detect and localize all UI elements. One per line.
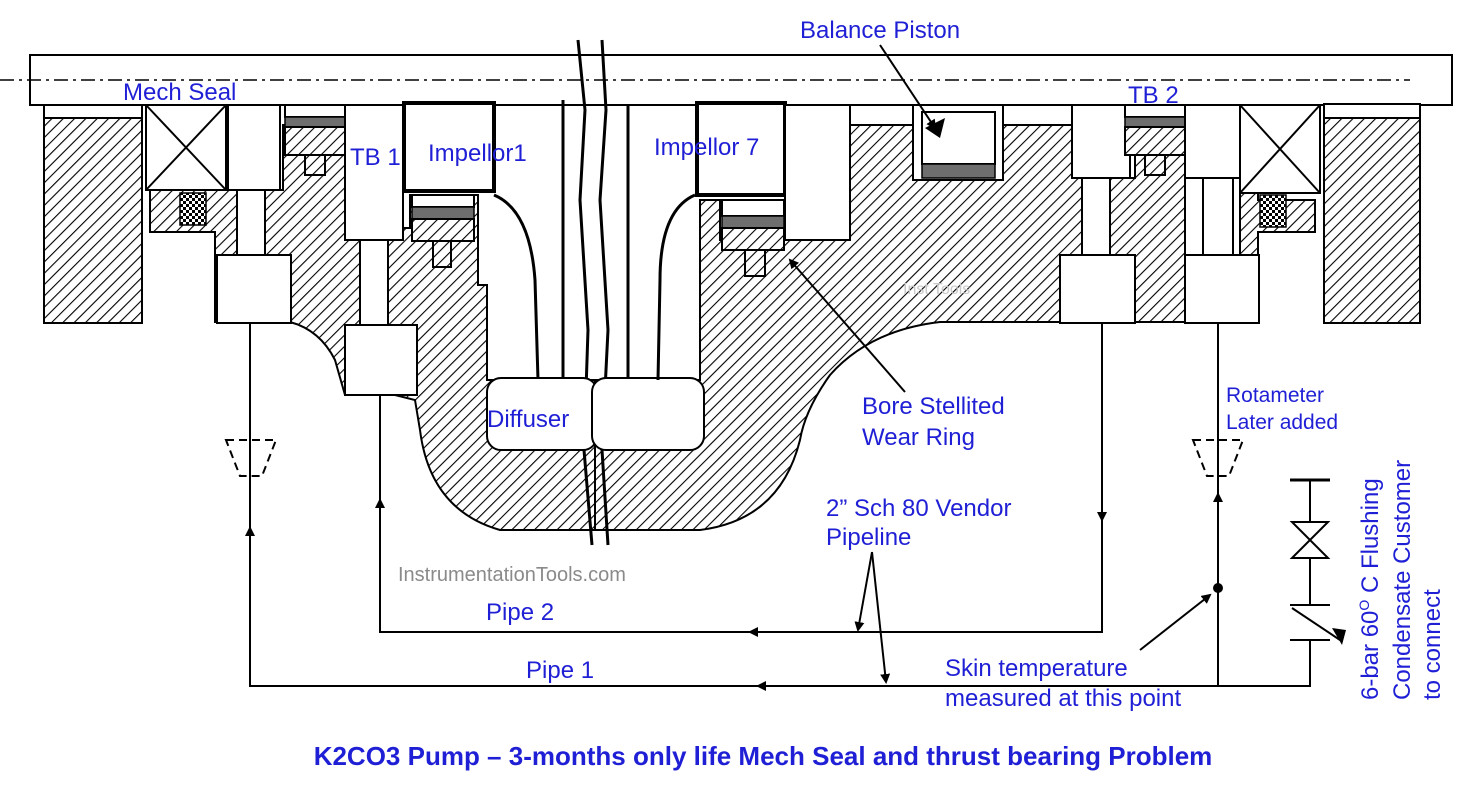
label-tb1: TB 1 — [350, 144, 401, 171]
label-skin-temperature: Skin temperature — [945, 655, 1128, 682]
label-tb2: TB 2 — [1128, 82, 1179, 109]
watermark-faint: Inst Tools — [903, 281, 970, 298]
label-wear-ring: Wear Ring — [862, 424, 975, 451]
flush-superscript: O — [1356, 600, 1372, 611]
flushing-valve — [1289, 478, 1346, 645]
label-impeller-7: Impellor 7 — [654, 134, 759, 161]
leader-lines — [788, 44, 1212, 684]
thrust-bearing-tb2 — [1059, 104, 1186, 324]
diffuser — [486, 377, 705, 451]
mech-seal-left — [145, 104, 292, 324]
label-diffuser: Diffuser — [487, 406, 569, 433]
svg-text:6-bar 60O C Flushing: 6-bar 60O C Flushing — [1356, 478, 1384, 700]
flush-text-1-end: C Flushing — [1357, 478, 1384, 599]
rotameter-right — [1191, 439, 1245, 477]
skin-temperature-point — [1213, 583, 1223, 593]
label-measured-point: measured at this point — [945, 685, 1181, 712]
impeller-1 — [402, 101, 540, 381]
label-pipe-1: Pipe 1 — [526, 657, 594, 684]
label-flushing: 6-bar 60O C Flushing Condensate Customer… — [1356, 460, 1446, 700]
thrust-bearing-tb1 — [284, 104, 418, 396]
label-pipeline: 2” Sch 80 Vendor — [826, 495, 1011, 522]
label-bore-stellited: Bore Stellited — [862, 393, 1005, 420]
label-pipe-2: Pipe 2 — [486, 599, 554, 626]
shaft-break — [561, 39, 630, 546]
flush-text-3: to connect — [1419, 589, 1446, 700]
label-later-added: Later added — [1226, 411, 1338, 434]
flush-text-2: Condensate Customer — [1389, 460, 1416, 700]
label-mech-seal: Mech Seal — [123, 79, 236, 106]
watermark: InstrumentationTools.com — [398, 564, 626, 586]
label-impeller-1: Impellor1 — [428, 140, 527, 167]
label-balance-piston: Balance Piston — [800, 17, 960, 44]
label-pipeline-2: Pipeline — [826, 524, 911, 551]
flush-text-1: 6-bar 60 — [1357, 611, 1384, 700]
pipe-1 — [245, 323, 1311, 691]
label-rotameter: Rotameter — [1226, 384, 1324, 407]
shaft — [0, 54, 1453, 106]
pipe-2 — [375, 323, 1107, 637]
diagram-title: K2CO3 Pump – 3-months only life Mech Sea… — [314, 741, 1213, 771]
impeller-7 — [656, 101, 851, 381]
rotameter-left — [224, 439, 278, 477]
mech-seal-right — [1184, 104, 1321, 324]
